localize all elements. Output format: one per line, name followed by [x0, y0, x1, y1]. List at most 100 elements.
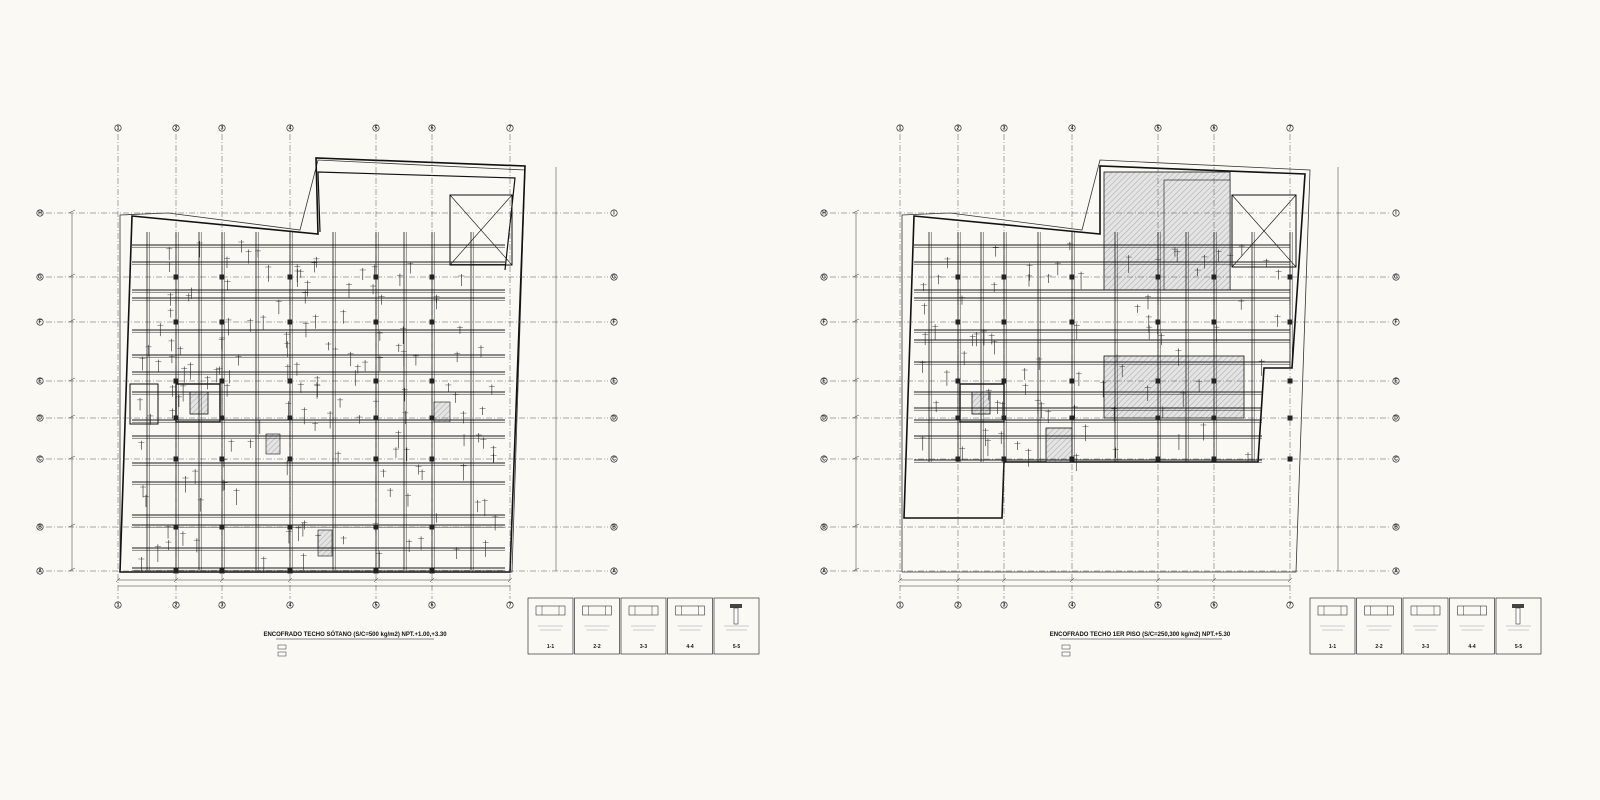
svg-text:ENCOFRADO TECHO SÓTANO (S/C=50: ENCOFRADO TECHO SÓTANO (S/C=500 kg/m2) N… — [263, 630, 447, 638]
section-label: 2-2 — [1375, 644, 1382, 650]
axis-label: 1 — [117, 603, 120, 609]
axis-label: D — [822, 416, 826, 422]
axis-label: F — [38, 320, 41, 326]
axis-label: 4 — [1071, 126, 1074, 132]
axis-bubble-left: A — [820, 567, 828, 575]
axis-bubble-left: E — [820, 377, 828, 385]
axis-bubble-left: H — [820, 209, 828, 217]
axis-label: I — [1395, 211, 1397, 217]
axis-label: 3 — [221, 126, 224, 132]
axis-bubble-bottom: 1 — [896, 601, 904, 609]
section-label: 4-4 — [686, 644, 693, 650]
axis-label: 3 — [1003, 126, 1006, 132]
axis-bubble-left: D — [820, 414, 828, 422]
axis-bubble-top: 4 — [1068, 124, 1076, 132]
building-outline — [903, 165, 1306, 519]
axis-bubble-right: I — [610, 209, 618, 217]
axis-label: 4 — [289, 126, 292, 132]
section-label: 1-1 — [1329, 644, 1336, 650]
axis-label: 1 — [899, 126, 902, 132]
axis-label: D — [1394, 416, 1398, 422]
section-details-basement: 1-1 2-2 3-3 4-4 5-5 — [527, 597, 760, 655]
section-detail: 1-1 — [527, 597, 574, 655]
axis-bubble-right: B — [610, 523, 618, 531]
axis-bubble-bottom: 3 — [1000, 601, 1008, 609]
axis-bubble-left: F — [820, 318, 828, 326]
axis-bubble-bottom: 7 — [1286, 601, 1294, 609]
axis-bubble-top: 7 — [506, 124, 514, 132]
section-label: 3-3 — [640, 644, 647, 650]
axis-label: F — [822, 320, 825, 326]
section-detail: 1-1 — [1309, 597, 1356, 655]
axis-bubble-right: D — [610, 414, 618, 422]
axis-label: B — [822, 525, 826, 531]
axis-bubble-right: D — [1392, 414, 1400, 422]
axis-bubble-left: B — [36, 523, 44, 531]
axis-bubble-bottom: 5 — [1154, 601, 1162, 609]
axis-label: A — [822, 569, 826, 575]
section-label: 5-5 — [1515, 644, 1522, 650]
axis-label: I — [613, 211, 615, 217]
axis-bubble-bottom: 6 — [428, 601, 436, 609]
axis-bubble-top: 3 — [218, 124, 226, 132]
axis-bubble-left: G — [820, 273, 828, 281]
axis-label: G — [38, 275, 42, 281]
axis-label: C — [1394, 457, 1398, 463]
building-outline — [119, 157, 526, 573]
axis-bubble-left: C — [36, 455, 44, 463]
hatched-slab-mid — [1103, 355, 1245, 419]
axis-bubble-right: G — [610, 273, 618, 281]
axis-label: 1 — [117, 126, 120, 132]
axis-bubble-right: C — [1392, 455, 1400, 463]
axis-label: 7 — [1289, 126, 1292, 132]
axis-label: 6 — [431, 603, 434, 609]
axis-label: A — [1394, 569, 1398, 575]
axis-label: 3 — [1003, 603, 1006, 609]
axis-bubble-top: 1 — [896, 124, 904, 132]
section-detail: 3-3 — [1402, 597, 1449, 655]
axis-bubble-top: 7 — [1286, 124, 1294, 132]
axis-label: 5 — [375, 603, 378, 609]
axis-bubble-right: A — [610, 567, 618, 575]
section-detail: 4-4 — [1449, 597, 1495, 655]
axis-label: B — [612, 525, 616, 531]
section-label: 5-5 — [733, 644, 740, 650]
axis-label: 6 — [1213, 126, 1216, 132]
axis-label: D — [612, 416, 616, 422]
axis-label: 5 — [1157, 603, 1160, 609]
svg-text:ENCOFRADO TECHO 1ER PISO (S/C=: ENCOFRADO TECHO 1ER PISO (S/C=250,300 kg… — [1050, 632, 1231, 638]
axis-bubble-right: G — [1392, 273, 1400, 281]
axis-label: A — [38, 569, 42, 575]
axis-bubble-bottom: 4 — [286, 601, 294, 609]
axis-label: F — [612, 320, 615, 326]
axis-label: 5 — [375, 126, 378, 132]
plan-title-first-floor: ENCOFRADO TECHO 1ER PISO (S/C=250,300 kg… — [1050, 632, 1231, 657]
axis-bubble-top: 4 — [286, 124, 294, 132]
axis-bubble-top: 2 — [172, 124, 180, 132]
elevator-shaft — [449, 194, 513, 266]
axis-bubble-left: E — [36, 377, 44, 385]
axis-bubble-bottom: 4 — [1068, 601, 1076, 609]
section-detail: 2-2 — [574, 597, 620, 655]
axis-label: H — [822, 211, 826, 217]
axis-bubble-left: H — [36, 209, 44, 217]
axis-label: E — [1394, 379, 1398, 385]
axis-bubble-top: 3 — [1000, 124, 1008, 132]
axis-bubble-bottom: 7 — [506, 601, 514, 609]
plan-title-basement: ENCOFRADO TECHO SÓTANO (S/C=500 kg/m2) N… — [263, 630, 447, 657]
axis-label: A — [612, 569, 616, 575]
axis-bubble-bottom: 5 — [372, 601, 380, 609]
axis-label: 1 — [899, 603, 902, 609]
section-label: 2-2 — [593, 644, 600, 650]
axis-label: 2 — [957, 126, 960, 132]
axis-label: 7 — [509, 126, 512, 132]
section-detail: 3-3 — [620, 597, 667, 655]
section-detail: 5-5 — [713, 597, 760, 655]
axis-label: C — [38, 457, 42, 463]
axis-label: E — [612, 379, 616, 385]
axis-label: 2 — [175, 126, 178, 132]
axis-label: B — [1394, 525, 1398, 531]
axis-label: F — [1394, 320, 1397, 326]
